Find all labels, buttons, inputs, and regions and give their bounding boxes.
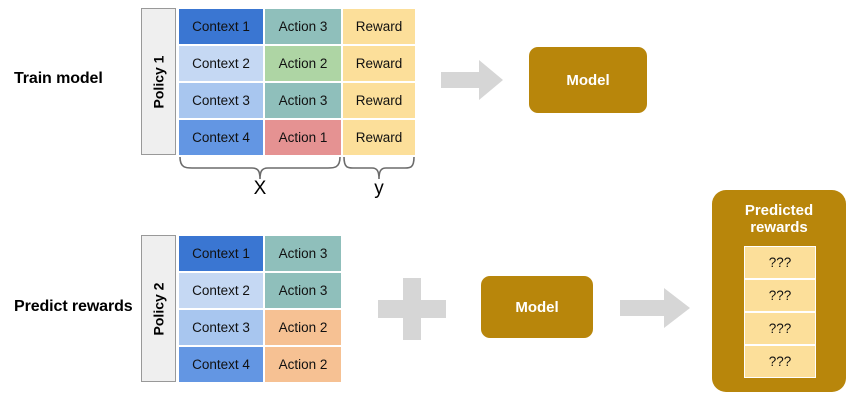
cell-context-2: Context 2	[178, 272, 264, 309]
cell-action-4: Action 1	[264, 119, 342, 156]
policy-2-box: Policy 2	[141, 235, 176, 382]
cell-action-3: Action 3	[264, 82, 342, 119]
predict-rewards-label: Predict rewards	[14, 298, 133, 315]
plus-icon	[378, 278, 446, 340]
predicted-rewards-list: ????????????	[744, 246, 816, 378]
policy-2-label: Policy 2	[150, 282, 167, 335]
cell-action-1: Action 3	[264, 8, 342, 45]
predicted-rewards-title-line2: rewards	[750, 219, 808, 237]
cell-context-3: Context 3	[178, 309, 264, 346]
train-model-box-label: Model	[566, 71, 610, 89]
predict-model-box: Model	[481, 276, 593, 338]
train-model-box: Model	[529, 47, 647, 113]
cell-context-3: Context 3	[178, 82, 264, 119]
cell-action-4: Action 2	[264, 346, 342, 383]
predicted-rewards-title-line1: Predicted	[744, 202, 814, 219]
cell-reward-2: Reward	[342, 45, 416, 82]
predicted-reward-cell-4: ???	[744, 345, 816, 378]
brace-y-icon	[343, 156, 415, 180]
cell-action-2: Action 3	[264, 272, 342, 309]
cell-action-1: Action 3	[264, 235, 342, 272]
cell-context-4: Context 4	[178, 119, 264, 156]
cell-reward-4: Reward	[342, 119, 416, 156]
policy-1-box: Policy 1	[141, 8, 176, 155]
brace-y-label: y	[374, 178, 384, 199]
cell-reward-3: Reward	[342, 82, 416, 119]
train-flow-arrow-icon	[441, 60, 503, 100]
predicted-reward-cell-1: ???	[744, 246, 816, 279]
predict-flow-arrow-icon	[620, 288, 690, 328]
cell-reward-1: Reward	[342, 8, 416, 45]
predict-model-box-label: Model	[515, 298, 559, 316]
predicted-rewards-title: Predicted rewards	[712, 202, 846, 237]
predicted-rewards-panel: Predicted rewards ????????????	[712, 190, 846, 392]
cell-context-1: Context 1	[178, 8, 264, 45]
policy-1-label: Policy 1	[150, 55, 167, 108]
train-model-label: Train model	[14, 70, 103, 87]
cell-action-3: Action 2	[264, 309, 342, 346]
predicted-reward-cell-2: ???	[744, 279, 816, 312]
predicted-reward-cell-3: ???	[744, 312, 816, 345]
cell-context-2: Context 2	[178, 45, 264, 82]
cell-context-1: Context 1	[178, 235, 264, 272]
brace-x-icon	[179, 156, 341, 180]
cell-action-2: Action 2	[264, 45, 342, 82]
brace-x-label: X	[253, 178, 267, 199]
cell-context-4: Context 4	[178, 346, 264, 383]
